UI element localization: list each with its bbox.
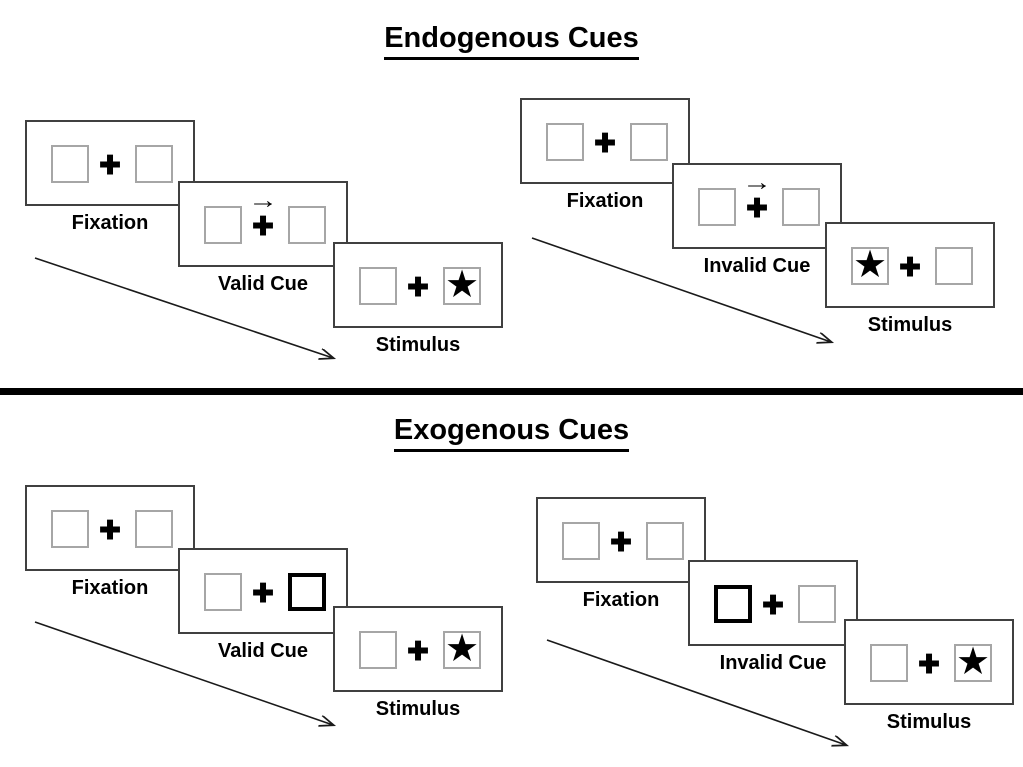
right-placeholder-box bbox=[135, 145, 173, 183]
right-placeholder-box bbox=[798, 585, 836, 623]
target-box: ★ bbox=[851, 243, 889, 286]
cue-arrow-icon: → bbox=[248, 187, 278, 214]
left-placeholder-box bbox=[204, 206, 242, 244]
fixation-cross-icon: ✚ bbox=[252, 211, 274, 241]
target-star-icon: ★ bbox=[955, 640, 991, 683]
right-placeholder-box bbox=[630, 123, 668, 161]
cue-arrow-icon: → bbox=[742, 169, 772, 196]
cue-step: → ✚ Valid Cue bbox=[178, 181, 348, 295]
fixation-cross-icon: ✚ bbox=[610, 527, 632, 557]
cue-step: → ✚ Invalid Cue bbox=[672, 163, 842, 277]
panel-label: Stimulus bbox=[867, 314, 953, 336]
fixation-cross-icon: ✚ bbox=[594, 128, 616, 158]
section-title-endogenous: Endogenous Cues bbox=[0, 22, 1023, 60]
left-placeholder-box bbox=[359, 267, 397, 305]
fixation-panel: ✚ bbox=[536, 497, 706, 583]
timeline-arrow bbox=[34, 621, 333, 725]
panel-label: Stimulus bbox=[375, 698, 461, 720]
cue-panel: ✚ bbox=[178, 548, 348, 634]
target-star-icon: ★ bbox=[444, 263, 480, 306]
cue-step: ✚ Invalid Cue bbox=[688, 560, 858, 674]
left-placeholder-box bbox=[546, 123, 584, 161]
section-title-text: Exogenous Cues bbox=[393, 414, 630, 452]
stimulus-panel: ★ ✚ bbox=[825, 222, 995, 308]
stimulus-panel: ✚ ★ bbox=[333, 242, 503, 328]
fixation-cross-icon: ✚ bbox=[918, 649, 940, 679]
fixation-step: ✚ Fixation bbox=[25, 120, 195, 234]
timeline-arrow bbox=[34, 257, 333, 358]
fixation-cross-icon: ✚ bbox=[99, 150, 121, 180]
left-placeholder-box bbox=[204, 573, 242, 611]
fixation-step: ✚ Fixation bbox=[25, 485, 195, 599]
right-placeholder-box bbox=[782, 188, 820, 226]
left-placeholder-box bbox=[698, 188, 736, 226]
fixation-cross-icon: ✚ bbox=[252, 578, 274, 608]
fixation-cross-icon: ✚ bbox=[99, 515, 121, 545]
stimulus-step: ✚ ★ Stimulus bbox=[333, 606, 503, 720]
cue-highlight-box bbox=[288, 573, 326, 611]
stimulus-panel: ✚ ★ bbox=[333, 606, 503, 692]
fixation-cross-icon: ✚ bbox=[407, 272, 429, 302]
cue-panel: ✚ bbox=[688, 560, 858, 646]
stimulus-panel: ✚ ★ bbox=[844, 619, 1014, 705]
stimulus-step: ✚ ★ Stimulus bbox=[333, 242, 503, 356]
fixation-panel: ✚ bbox=[25, 485, 195, 571]
panel-label: Fixation bbox=[566, 190, 644, 212]
fixation-panel: ✚ bbox=[520, 98, 690, 184]
fixation-cross-icon: ✚ bbox=[762, 590, 784, 620]
target-star-icon: ★ bbox=[444, 627, 480, 670]
fixation-step: ✚ Fixation bbox=[536, 497, 706, 611]
fixation-step: ✚ Fixation bbox=[520, 98, 690, 212]
panel-label: Valid Cue bbox=[217, 640, 309, 662]
cue-panel: → ✚ bbox=[672, 163, 842, 249]
panel-label: Valid Cue bbox=[217, 273, 309, 295]
cue-panel: → ✚ bbox=[178, 181, 348, 267]
right-placeholder-box bbox=[288, 206, 326, 244]
stimulus-step: ★ ✚ Stimulus bbox=[825, 222, 995, 336]
panel-label: Invalid Cue bbox=[719, 652, 827, 674]
target-box: ★ bbox=[443, 263, 481, 306]
fixation-panel: ✚ bbox=[25, 120, 195, 206]
section-title-text: Endogenous Cues bbox=[384, 22, 639, 60]
section-title-exogenous: Exogenous Cues bbox=[0, 414, 1023, 452]
left-placeholder-box bbox=[359, 631, 397, 669]
cue-step: ✚ Valid Cue bbox=[178, 548, 348, 662]
panel-label: Stimulus bbox=[886, 711, 972, 733]
stimulus-step: ✚ ★ Stimulus bbox=[844, 619, 1014, 733]
target-star-icon: ★ bbox=[852, 243, 888, 286]
target-box: ★ bbox=[954, 640, 992, 683]
left-placeholder-box bbox=[51, 510, 89, 548]
target-box: ★ bbox=[443, 627, 481, 670]
panel-label: Fixation bbox=[582, 589, 660, 611]
panel-label: Fixation bbox=[71, 212, 149, 234]
fixation-cross-icon: ✚ bbox=[746, 193, 768, 223]
left-placeholder-box bbox=[870, 644, 908, 682]
timeline-arrow bbox=[531, 237, 831, 342]
panel-label: Stimulus bbox=[375, 334, 461, 356]
right-placeholder-box bbox=[935, 247, 973, 285]
panel-label: Fixation bbox=[71, 577, 149, 599]
section-divider bbox=[0, 388, 1023, 395]
fixation-cross-icon: ✚ bbox=[407, 636, 429, 666]
cue-highlight-box bbox=[714, 585, 752, 623]
panel-label: Invalid Cue bbox=[703, 255, 811, 277]
timeline-arrow bbox=[546, 639, 846, 745]
left-placeholder-box bbox=[51, 145, 89, 183]
right-placeholder-box bbox=[135, 510, 173, 548]
right-placeholder-box bbox=[646, 522, 684, 560]
left-placeholder-box bbox=[562, 522, 600, 560]
fixation-cross-icon: ✚ bbox=[899, 252, 921, 282]
